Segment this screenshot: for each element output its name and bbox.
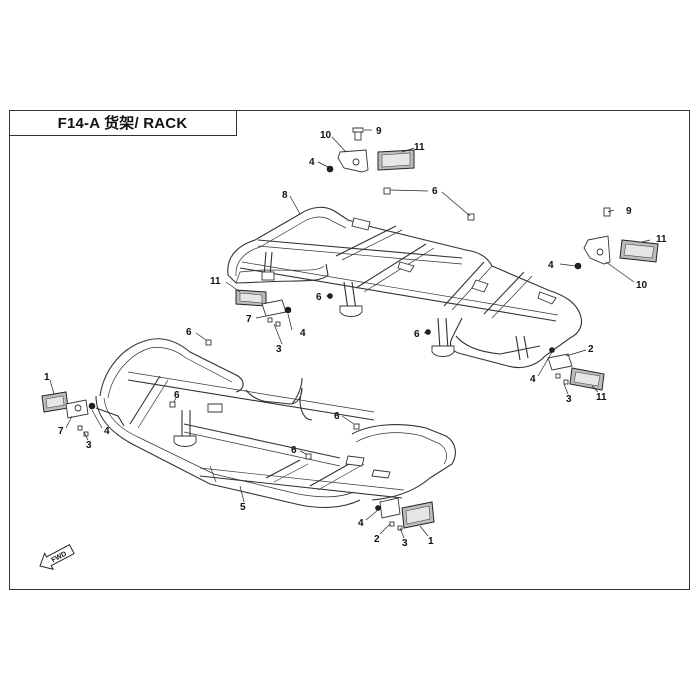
callout-6-lower-d: 6 — [291, 445, 297, 456]
callout-3-mid: 3 — [276, 344, 282, 355]
callout-6-mid-b: 6 — [414, 329, 420, 340]
reflector-top-center — [377, 149, 415, 171]
callout-2-bottom: 2 — [374, 534, 380, 545]
page-title: F14-A 货架/ RACK — [57, 115, 188, 132]
callout-10-top: 10 — [320, 130, 332, 141]
callout-4-right-lower: 4 — [530, 374, 536, 385]
callout-1-left: 1 — [44, 372, 50, 383]
callout-1-bottom: 1 — [428, 536, 434, 547]
bolt-lower-a — [205, 339, 212, 346]
diagram-frame — [9, 110, 690, 590]
reflector-right — [619, 239, 659, 263]
reflector-bottom-right — [375, 497, 435, 531]
callout-6-lower-c: 6 — [334, 411, 340, 422]
reflector-right-lower — [547, 347, 605, 391]
bolt-lower-c — [353, 423, 360, 430]
callout-3-left: 3 — [86, 440, 92, 451]
fwd-arrow-icon — [39, 544, 75, 571]
callout-7-mid: 7 — [246, 314, 252, 325]
callout-11-right-lower: 11 — [596, 392, 607, 403]
callout-3-right-lower: 3 — [566, 394, 572, 405]
callout-4-mid: 4 — [300, 328, 306, 339]
bracket-top-center — [326, 127, 475, 221]
callout-4-left: 4 — [104, 426, 110, 437]
callout-11-right: 11 — [656, 234, 667, 245]
upper-rack — [227, 206, 583, 369]
callout-9-top: 9 — [376, 126, 382, 137]
bolt-lower-d — [305, 453, 312, 460]
callout-4-top: 4 — [309, 157, 315, 168]
callout-10-right: 10 — [636, 280, 648, 291]
callout-3-bottom: 3 — [402, 538, 408, 549]
callout-2-right: 2 — [588, 344, 594, 355]
leader-lines — [49, 129, 651, 539]
callout-4-bottom: 4 — [358, 518, 364, 529]
bolt-lower-b — [169, 401, 176, 408]
lower-rack — [95, 338, 456, 508]
callout-5: 5 — [240, 502, 246, 513]
fwd-label: FWD — [51, 551, 68, 565]
fwd-arrow: FWD — [39, 544, 75, 571]
callouts: 8 5 10 4 9 11 6 9 11 4 10 11 7 4 3 6 6 2… — [44, 126, 667, 549]
reflector-left-lower — [41, 391, 96, 437]
callout-6-top: 6 — [432, 186, 438, 197]
bracket-right — [574, 207, 659, 270]
callout-7-left: 7 — [58, 426, 64, 437]
callout-4-right: 4 — [548, 260, 554, 271]
callout-11-top: 11 — [414, 142, 425, 153]
callout-6-lower-a: 6 — [186, 327, 192, 338]
callout-9-right: 9 — [626, 206, 632, 217]
callout-8: 8 — [282, 190, 288, 201]
callout-6-mid: 6 — [316, 292, 322, 303]
callout-6-lower-b: 6 — [174, 390, 180, 401]
reflector-mid-left — [235, 289, 431, 335]
title-box: F14-A 货架/ RACK — [9, 110, 237, 136]
callout-11-mid: 11 — [210, 276, 221, 287]
